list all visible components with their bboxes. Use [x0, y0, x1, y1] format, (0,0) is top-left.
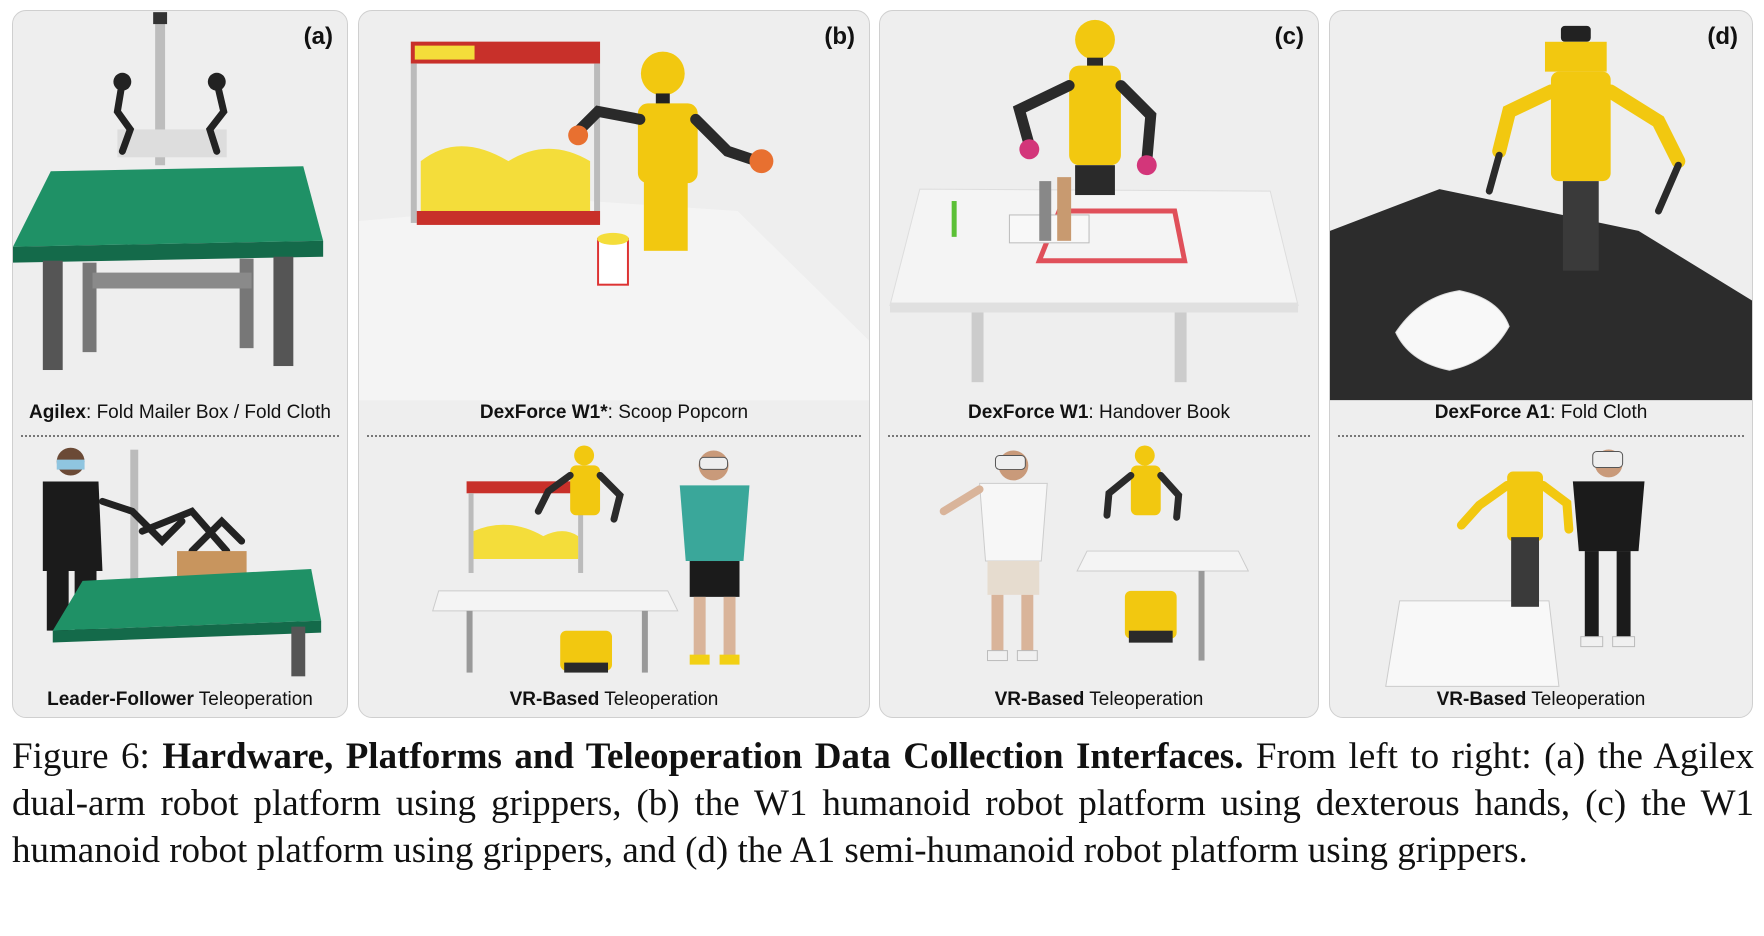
panel-b-top-image	[359, 11, 869, 401]
panel-b-bottom-caption: VR-Based Teleoperation	[509, 689, 719, 710]
panel-c-top-caption: DexForce W1: Handover Book	[968, 402, 1230, 423]
panel-a-label: (a)	[303, 23, 333, 50]
vr-operator-with-semi-humanoid-image	[1385, 449, 1645, 687]
panel-b-divider	[367, 435, 861, 437]
panel-c-top-image	[880, 11, 1318, 401]
panel-c-bottom-image	[880, 441, 1318, 689]
panel-b-label: (b)	[824, 23, 855, 50]
panel-d-bottom-caption: VR-Based Teleoperation	[1436, 689, 1646, 710]
panel-d-top-image	[1330, 11, 1752, 401]
panel-c-divider	[888, 435, 1310, 437]
panel-c-label: (c)	[1274, 23, 1304, 50]
panel-a: Agilex: Fold Mailer Box / Fold Cloth Lea…	[12, 10, 348, 718]
panel-a-divider	[21, 435, 339, 437]
panel-a-top-caption: Agilex: Fold Mailer Box / Fold Cloth	[28, 402, 331, 423]
panel-d-divider	[1338, 435, 1744, 437]
dual-arm-robot-on-green-table-image	[13, 12, 324, 371]
figure-title: Hardware, Platforms and Teleoperation Da…	[162, 736, 1244, 777]
vr-operator-with-humanoid-image	[432, 445, 750, 673]
panel-d-bottom-image	[1330, 441, 1752, 689]
humanoid-robot-scooping-popcorn-image	[359, 41, 869, 401]
vr-operator-with-humanoid-image	[939, 445, 1250, 662]
semi-humanoid-folding-cloth-image	[1330, 25, 1752, 401]
panel-a-top-image	[13, 11, 347, 401]
figure-label: Figure 6:	[12, 736, 150, 777]
panel-c-bottom-caption: VR-Based Teleoperation	[994, 689, 1204, 710]
panel-d-top-caption: DexForce A1: Fold Cloth	[1434, 402, 1648, 423]
leader-follower-operator-image	[42, 447, 322, 677]
panel-a-bottom-image	[13, 441, 347, 689]
panel-b-top-caption: DexForce W1*: Scoop Popcorn	[479, 402, 749, 423]
humanoid-robot-handover-book-image	[889, 19, 1299, 383]
panel-b-bottom-image	[359, 441, 869, 689]
panel-c: DexForce W1: Handover Book VR-Based Tele…	[879, 10, 1319, 718]
panel-d-label: (d)	[1707, 23, 1738, 50]
panel-b: DexForce W1*: Scoop Popcorn	[358, 10, 870, 718]
figure-body: From left to right: (a) the Agilex dual-…	[12, 736, 1755, 871]
figure-caption: Figure 6: Hardware, Platforms and Teleop…	[12, 733, 1754, 874]
panel-d: DexForce A1: Fold Cloth VR-Based Teleope…	[1329, 10, 1753, 718]
panel-a-bottom-caption: Leader-Follower Teleoperation	[47, 689, 313, 710]
